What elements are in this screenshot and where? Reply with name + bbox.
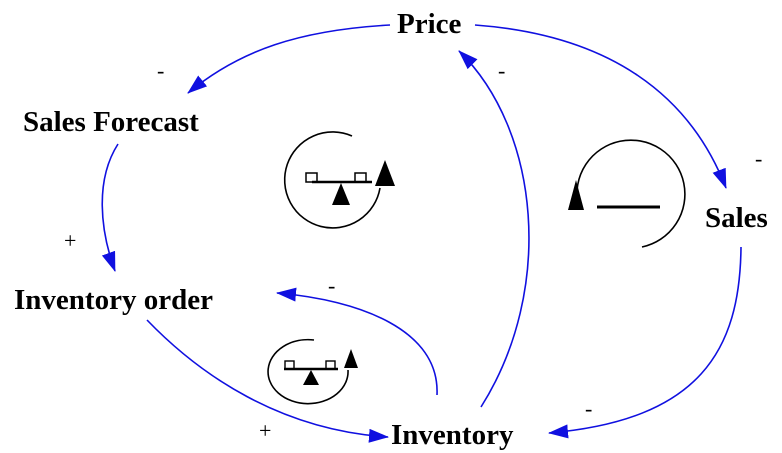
polarity-inventory-to-inventory-order: - bbox=[328, 273, 336, 298]
link-sales-to-inventory bbox=[548, 246, 742, 439]
polarity-inventory-to-price: - bbox=[498, 58, 506, 83]
polarity-price-to-sales: - bbox=[755, 146, 763, 171]
polarity-sales-to-inventory: - bbox=[585, 396, 593, 421]
reinforcing-loop-icon bbox=[568, 139, 686, 248]
balancing-loop-icon bbox=[283, 131, 395, 229]
polarity-price-to-sales-forecast: - bbox=[157, 58, 165, 83]
link-price-to-sales-forecast bbox=[187, 24, 391, 94]
polarity-sales-forecast-to-inventory-order: + bbox=[64, 228, 77, 253]
balancing-loop-icon-small bbox=[267, 338, 358, 405]
node-sales: Sales bbox=[705, 202, 768, 234]
node-price: Price bbox=[397, 8, 462, 40]
link-inventory-order-to-inventory bbox=[146, 319, 389, 443]
link-inventory-to-price bbox=[458, 50, 530, 408]
link-inventory-to-inventory-order bbox=[276, 287, 438, 396]
polarity-inventory-order-to-inventory: + bbox=[259, 418, 272, 443]
node-inventory: Inventory bbox=[391, 419, 514, 451]
node-inventory-order: Inventory order bbox=[14, 284, 213, 316]
link-sales-forecast-to-inventory-order bbox=[101, 143, 119, 272]
node-sales-forecast: Sales Forecast bbox=[23, 106, 199, 138]
link-price-to-sales bbox=[474, 24, 727, 189]
